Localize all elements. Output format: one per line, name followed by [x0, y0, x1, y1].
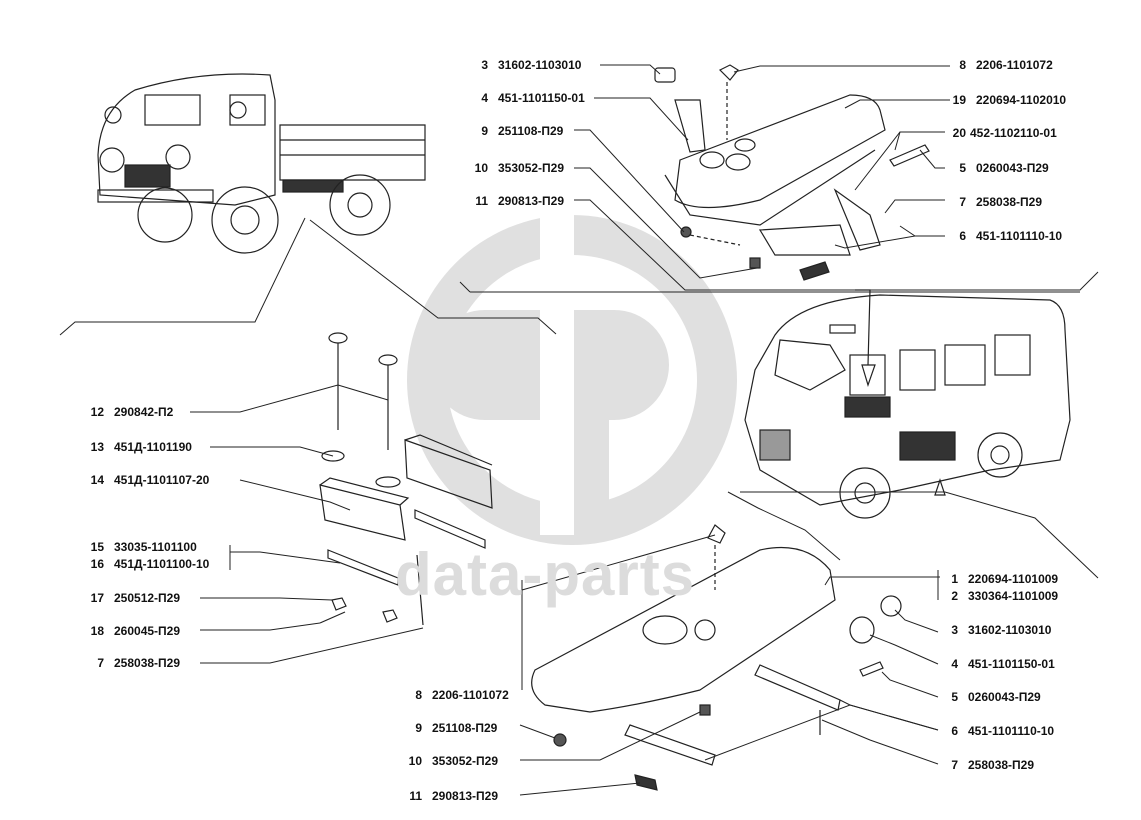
watermark-text: data-parts	[395, 541, 696, 608]
lower-leader-lines	[519, 491, 1099, 796]
van-illustration	[744, 289, 1071, 519]
spacer-assembly	[319, 332, 493, 626]
upper-leader-lines	[459, 64, 1099, 293]
tank-top-exploded	[654, 64, 930, 281]
truck-illustration	[97, 73, 426, 254]
truck-leader-lines	[59, 217, 557, 336]
left-leader-lines	[190, 384, 424, 664]
dp-logo-icon	[407, 205, 737, 545]
tank-bottom-exploded	[531, 524, 902, 791]
